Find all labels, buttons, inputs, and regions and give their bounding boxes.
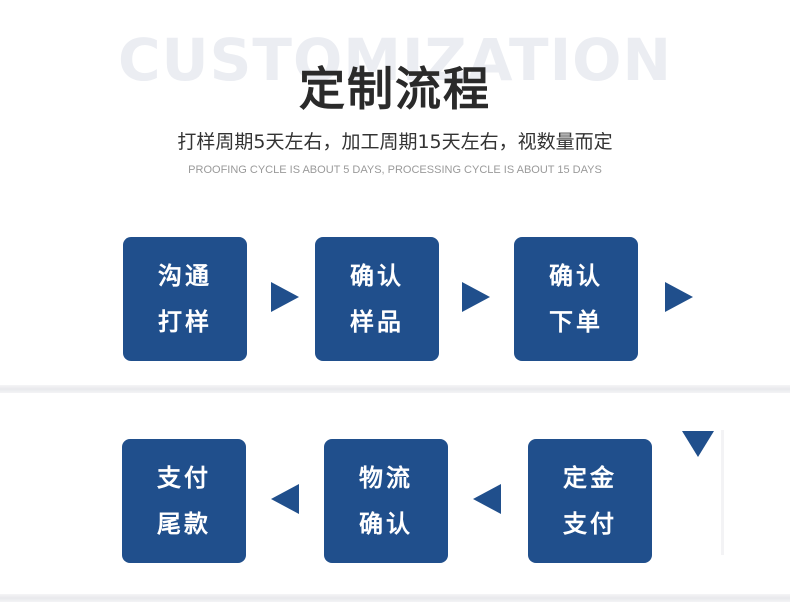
step-confirm-sample: 确认 样品 <box>315 237 439 361</box>
page-subtitle-english: PROOFING CYCLE IS ABOUT 5 DAYS, PROCESSI… <box>188 164 602 176</box>
arrow-left-icon <box>473 484 501 514</box>
background-watermark-text: CUSTOMIZATION <box>117 26 673 94</box>
step-label-line-1: 物流 <box>359 464 413 492</box>
step-label-line-1: 确认 <box>549 262 603 290</box>
arrow-left-icon <box>271 484 299 514</box>
step-logistics-confirm: 物流 确认 <box>324 439 448 563</box>
section-divider <box>0 385 790 393</box>
step-label-line-1: 支付 <box>157 464 211 492</box>
step-label-line-2: 样品 <box>350 308 404 336</box>
arrow-right-icon <box>665 282 693 312</box>
step-communicate-sample: 沟通 打样 <box>123 237 247 361</box>
step-label-line-2: 确认 <box>359 510 413 538</box>
step-label-line-2: 尾款 <box>157 510 211 538</box>
page-subtitle: 打样周期5天左右，加工周期15天左右，视数量而定 <box>177 131 613 153</box>
step-label-line-2: 下单 <box>549 308 603 336</box>
arrow-right-icon <box>462 282 490 312</box>
step-final-payment: 支付 尾款 <box>122 439 246 563</box>
step-label-line-2: 打样 <box>158 308 212 336</box>
arrow-right-icon <box>271 282 299 312</box>
section-divider <box>0 594 790 602</box>
page-title: 定制流程 <box>299 62 491 116</box>
step-label-line-1: 定金 <box>563 464 617 492</box>
arrow-down-icon <box>682 431 714 457</box>
step-deposit-payment: 定金 支付 <box>528 439 652 563</box>
step-label-line-2: 支付 <box>563 510 617 538</box>
step-label-line-1: 沟通 <box>158 262 212 290</box>
step-label-line-1: 确认 <box>350 262 404 290</box>
step-confirm-order: 确认 下单 <box>514 237 638 361</box>
decorative-side-line <box>721 430 724 555</box>
